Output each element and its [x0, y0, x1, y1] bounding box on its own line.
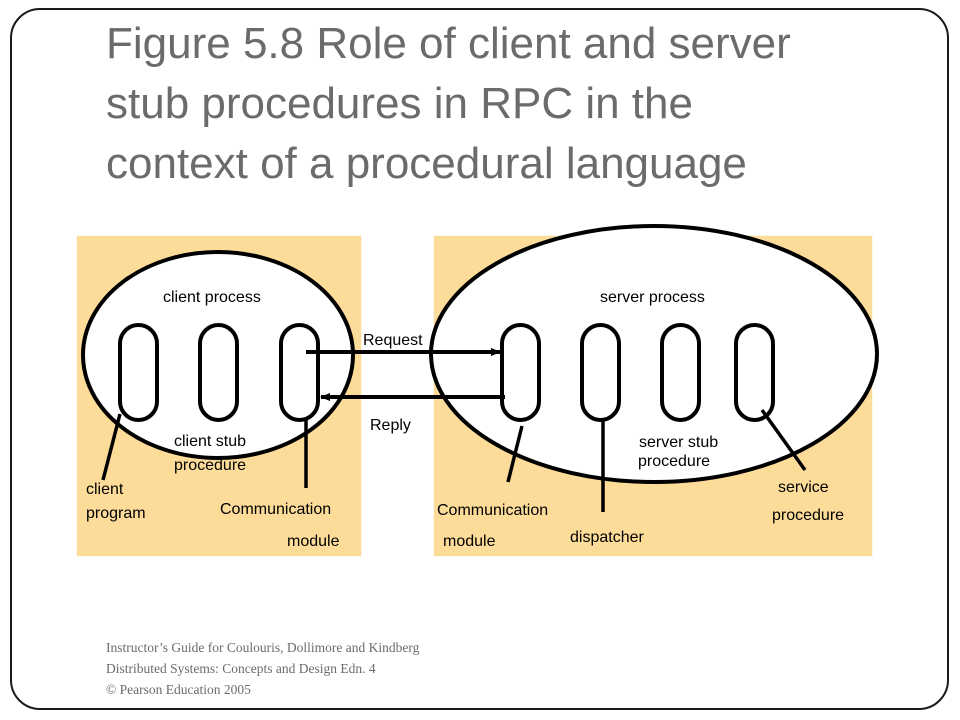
server-comm-label-1: Communication: [437, 502, 548, 519]
client-stub-label-2: procedure: [174, 457, 246, 474]
dispatcher-label: dispatcher: [570, 529, 644, 546]
title-line-2: stub procedures in RPC in the: [106, 79, 693, 128]
client-stub-label-1: client stub: [174, 433, 246, 450]
service-pointer: [760, 408, 807, 472]
slide-footer: Instructor’s Guide for Coulouris, Dollim…: [106, 637, 419, 700]
service-label-1: service: [778, 479, 829, 496]
client-program-label-2: program: [86, 505, 146, 522]
title-line-3: context of a procedural language: [106, 139, 747, 188]
client-program-label-1: client: [86, 481, 124, 498]
footer-line-3: © Pearson Education 2005: [106, 682, 251, 697]
client-program-procedure: [118, 323, 159, 422]
footer-line-1: Instructor’s Guide for Coulouris, Dollim…: [106, 640, 420, 655]
server-stub-label-2: procedure: [638, 453, 710, 470]
client-communication-module: [279, 323, 320, 422]
server-communication-module: [500, 323, 541, 422]
dispatcher-procedure: [580, 323, 621, 422]
client-stub-procedure: [198, 323, 239, 422]
reply-label: Reply: [370, 417, 411, 434]
client-comm-label-1: Communication: [220, 501, 331, 518]
server-comm-label-2: module: [443, 533, 496, 550]
request-label: Request: [363, 332, 423, 349]
service-label-2: procedure: [772, 507, 844, 524]
footer-line-2: Distributed Systems: Concepts and Design…: [106, 661, 376, 676]
server-process-label: server process: [600, 289, 705, 306]
client-program-pointer: [101, 413, 122, 481]
server-comm-pointer: [506, 425, 524, 483]
service-procedure: [734, 323, 775, 422]
server-stub-label-1: server stub: [639, 434, 718, 451]
client-process-label: client process: [163, 289, 261, 306]
server-stub-procedure: [660, 323, 701, 422]
client-comm-label-2: module: [287, 533, 340, 550]
title-line-1: Figure 5.8 Role of client and server: [106, 19, 791, 68]
slide-title: Figure 5.8 Role of client and server stu…: [106, 14, 906, 194]
